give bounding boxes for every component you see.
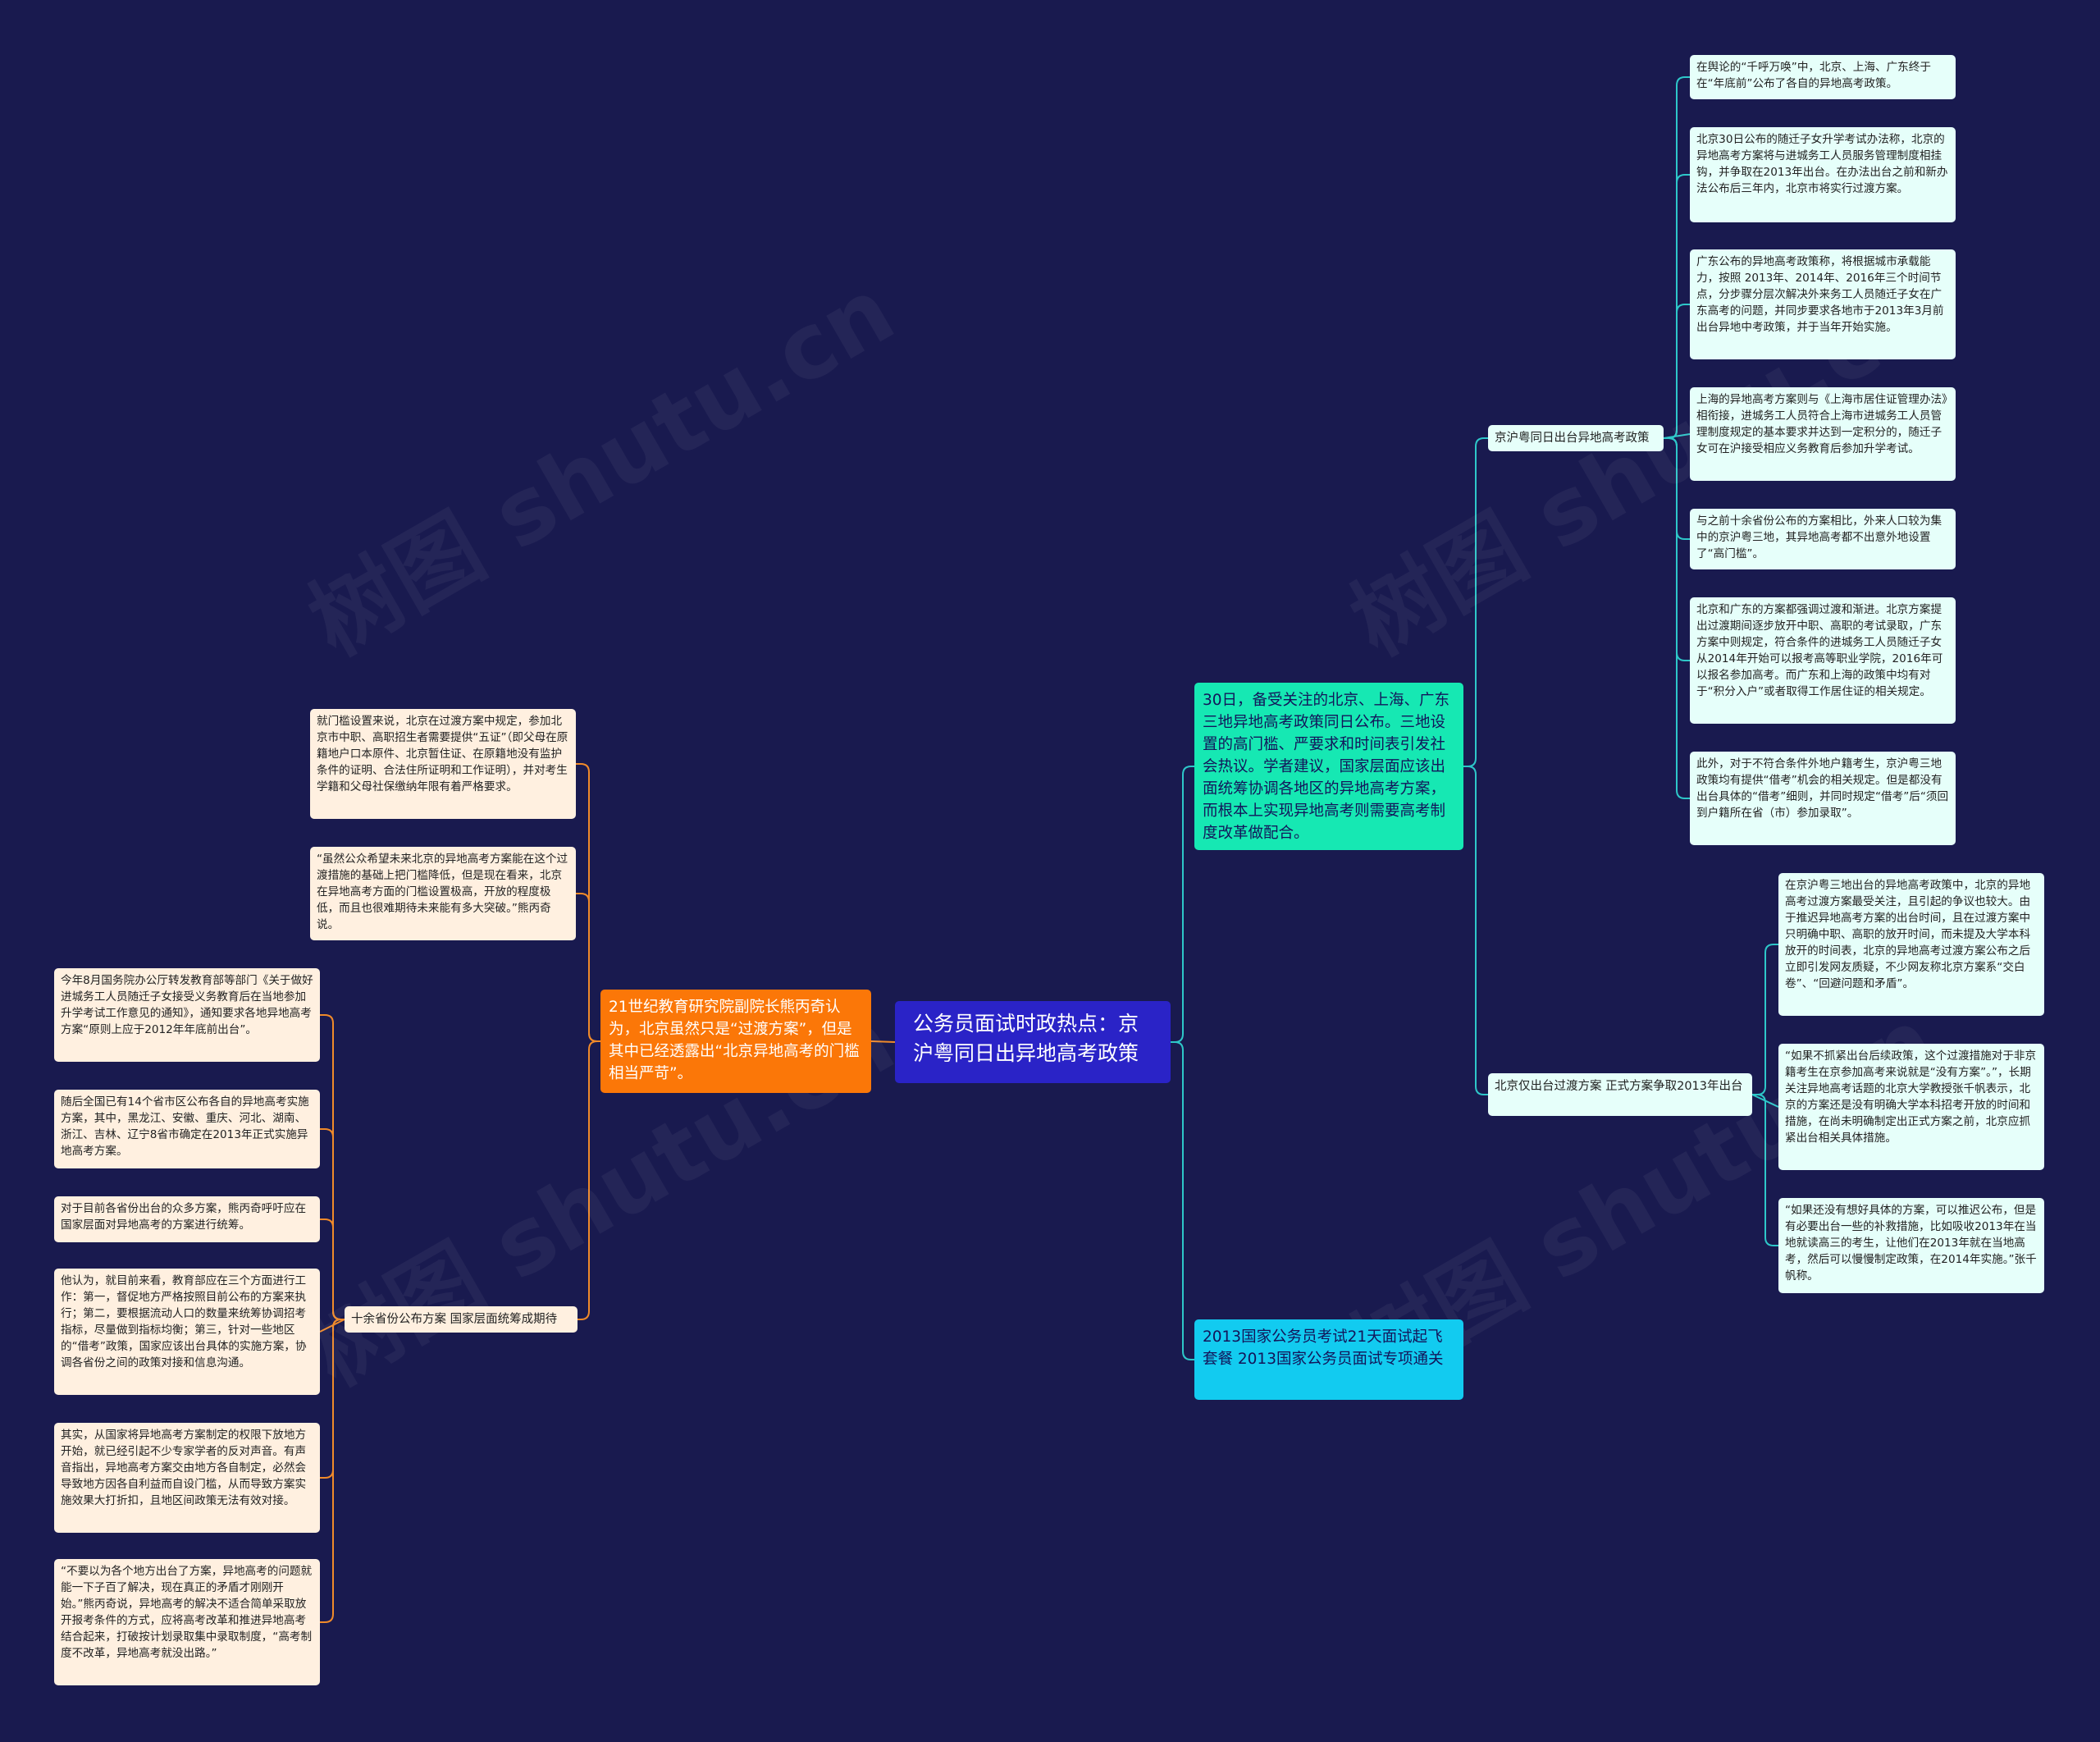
leaf-node[interactable]: 此外，对于不符合条件外地户籍考生，京沪粤三地政策均有提供“借考”机会的相关规定。… (1690, 752, 1956, 845)
leaf-node[interactable]: 北京和广东的方案都强调过渡和渐进。北京方案提出过渡期间逐步放开中职、高职的考试录… (1690, 597, 1956, 724)
leaf-node[interactable]: “如果不抓紧出台后续政策，这个过渡措施对于非京籍考生在京参加高考来说就是“没有方… (1778, 1044, 2044, 1170)
leaf-node[interactable]: 今年8月国务院办公厅转发教育部等部门《关于做好进城务工人员随迁子女接受义务教育后… (54, 968, 320, 1062)
main-node-policies[interactable]: 30日，备受关注的北京、上海、广东三地异地高考政策同日公布。三地设置的高门槛、严… (1194, 683, 1463, 850)
main-node-exam-package[interactable]: 2013国家公务员考试21天面试起飞套餐 2013国家公务员面试专项通关 (1194, 1319, 1463, 1400)
main-node-xiong-bingqi[interactable]: 21世纪教育研究院副院长熊丙奇认为，北京虽然只是“过渡方案”，但是其中已经透露出… (600, 990, 871, 1093)
sub-node-same-day-policies[interactable]: 京沪粤同日出台异地高考政策 (1488, 425, 1664, 451)
sub-node-beijing-transition[interactable]: 北京仅出台过渡方案 正式方案争取2013年出台 (1488, 1073, 1752, 1116)
leaf-node[interactable]: “不要以为各个地方出台了方案，异地高考的问题就能一下子百了解决，现在真正的矛盾才… (54, 1559, 320, 1685)
leaf-node[interactable]: 随后全国已有14个省市区公布各自的异地高考实施方案，其中，黑龙江、安徽、重庆、河… (54, 1090, 320, 1168)
connector-line (870, 1040, 896, 1043)
connector-line (1463, 437, 1488, 767)
connector-line (1664, 304, 1690, 439)
connector-line (1171, 1041, 1194, 1360)
leaf-node[interactable]: 与之前十余省份公布的方案相比，外来人口较为集中的京沪粤三地，其异地高考都不出意外… (1690, 509, 1956, 569)
root-node[interactable]: 公务员面试时政热点：京沪粤同日出异地高考政策 (895, 1001, 1171, 1083)
sub-node-provincial-plans[interactable]: 十余省份公布方案 国家层面统筹成期待 (345, 1306, 578, 1333)
connector-line (320, 1218, 345, 1320)
leaf-node[interactable]: 广东公布的异地高考政策称，将根据城市承载能力，按照 2013年、2014年、20… (1690, 249, 1956, 359)
connector-line (319, 1319, 345, 1333)
connector-line (320, 1319, 345, 1623)
leaf-node[interactable]: 在京沪粤三地出台的异地高考政策中，北京的异地高考过渡方案最受关注，且引起的争议也… (1778, 873, 2044, 1016)
leaf-node[interactable]: 北京30日公布的随迁子女升学考试办法称，北京的异地高考方案将与进城务工人员服务管… (1690, 127, 1956, 222)
leaf-node[interactable]: 其实，从国家将异地高考方案制定的权限下放地方开始，就已经引起不少专家学者的反对声… (54, 1423, 320, 1533)
connector-line (576, 893, 600, 1042)
leaf-node[interactable]: 对于目前各省份出台的众多方案，熊丙奇呼吁应在国家层面对异地高考的方案进行统筹。 (54, 1196, 320, 1242)
connector-line (1752, 1094, 1778, 1246)
connector-line (1463, 766, 1488, 1095)
leaf-node[interactable]: “如果还没有想好具体的方案，可以推迟公布，但是有必要出台一些的补救措施，比如吸收… (1778, 1198, 2044, 1293)
connector-line (1664, 437, 1690, 799)
connector-line (1752, 944, 1778, 1095)
connector-line (578, 1040, 600, 1320)
connector-line (1171, 766, 1194, 1043)
leaf-node[interactable]: 上海的异地高考方案则与《上海市居住证管理办法》相衔接，进城务工人员符合上海市进城… (1690, 387, 1956, 481)
leaf-node[interactable]: 就门槛设置来说，北京在过渡方案中规定，参加北京市中职、高职招生者需要提供“五证”… (310, 709, 576, 819)
leaf-node[interactable]: “虽然公众希望未来北京的异地高考方案能在这个过渡措施的基础上把门槛降低，但是现在… (310, 847, 576, 940)
leaf-node[interactable]: 在舆论的“千呼万唤”中，北京、上海、广东终于在“年底前”公布了各自的异地高考政策… (1690, 55, 1956, 99)
leaf-node[interactable]: 他认为，就目前来看，教育部应在三个方面进行工作：第一，督促地方严格按照目前公布的… (54, 1269, 320, 1395)
